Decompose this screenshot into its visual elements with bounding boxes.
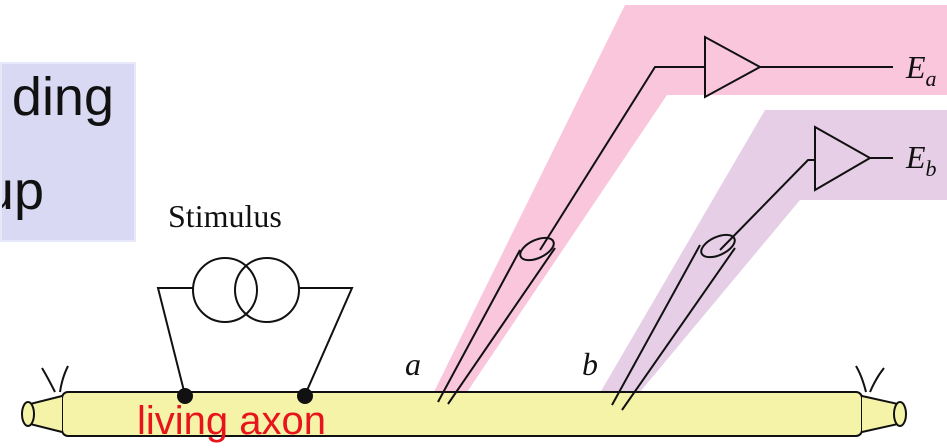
electrode-b-label: b [582, 346, 598, 382]
axon: living axon [21, 365, 907, 443]
stimulus-contact-right [297, 388, 313, 404]
electrode-a-pipette [437, 247, 556, 405]
output-a-label: Ea [905, 49, 937, 91]
electrode-b: Eb b [582, 125, 937, 411]
electrode-b-highlight [590, 110, 947, 410]
electrode-a-highlight [425, 5, 947, 410]
stimulus-coil-right-icon [234, 257, 300, 323]
title-box: ding up [0, 62, 136, 242]
axon-label: living axon [137, 399, 326, 443]
electrode-a-wire [539, 66, 705, 251]
stimulus-label: Stimulus [168, 198, 282, 234]
title-line-1: ding [11, 67, 114, 127]
stimulus-wire-left [156, 287, 193, 396]
electrode-a-label: a [405, 346, 421, 382]
electrode-b-wire [719, 159, 815, 251]
stimulus-contact-left [177, 388, 193, 404]
stimulus-coil-left-icon [192, 257, 258, 323]
title-line-2: up [2, 161, 44, 221]
stimulus-circuit: Stimulus [156, 198, 354, 404]
electrode-b-pipette [611, 244, 736, 411]
output-b-label: Eb [905, 139, 937, 181]
amplifier-a-icon [704, 35, 763, 99]
stimulus-wire-right [299, 287, 354, 396]
electrode-a: Ea a [405, 35, 937, 405]
amplifier-b-icon [814, 125, 873, 192]
